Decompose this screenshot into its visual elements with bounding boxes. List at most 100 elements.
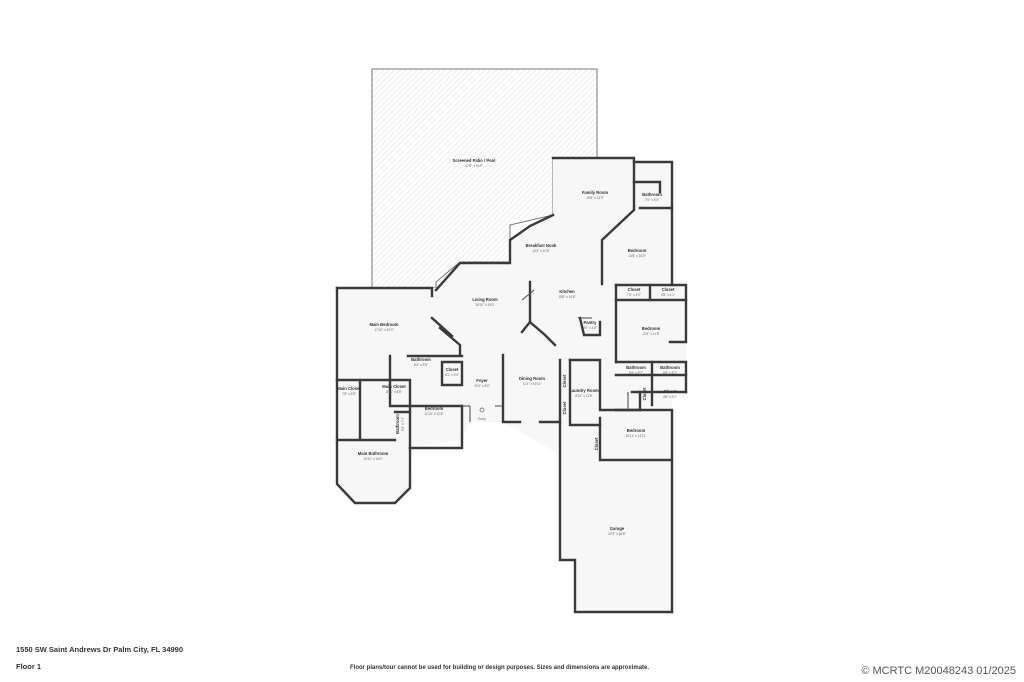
room-name: Bedroom <box>628 248 647 253</box>
room-dimensions: 7'8" x 8'8" <box>342 392 356 396</box>
room-name: Laundry Room <box>569 388 599 393</box>
room-dimensions: 10'11" x 14'11" <box>626 434 647 438</box>
room-name: Closet <box>662 287 675 292</box>
room-dimensions: 15'11" x 14'0" <box>363 457 382 461</box>
room-dimensions: 15'8" x 16'8" <box>558 295 575 299</box>
room-name: Kitchen <box>559 289 575 294</box>
room-name: Bedroom <box>642 326 661 331</box>
room-dimensions: 7'6" x 8'0" <box>645 198 659 202</box>
room-label-closet-s: Closet <box>594 437 599 450</box>
room-name: Garage <box>610 526 625 531</box>
room-name: Main Bedroom <box>369 322 398 327</box>
room-name: Closet <box>446 367 459 372</box>
room-name: Breakfast Nook <box>526 243 557 248</box>
house-floor <box>337 158 686 612</box>
room-dimensions: 5'6" x 7'4" <box>401 417 405 431</box>
room-dimensions: 14'8" x 16'0" <box>628 254 645 258</box>
room-name: Closet <box>642 387 647 400</box>
room-name: Closet <box>562 401 567 414</box>
room-dimensions: 4'1" x 5'4" <box>445 373 459 377</box>
room-dimensions: 3'0" x 4'8" <box>583 326 597 330</box>
room-name: Closet <box>628 287 641 292</box>
room-dimensions: 8'10" x 11'8" <box>575 394 592 398</box>
entry-marker: Entry <box>478 407 486 421</box>
room-dimensions: 10'4" x 8'0" <box>474 384 490 388</box>
room-label-closet-l2: Closet <box>562 401 567 414</box>
room-name: Bathroom <box>642 192 662 197</box>
door-lines <box>462 289 629 422</box>
room-dimensions: 4'6" x 5'2" <box>663 395 677 399</box>
room-name: Closet <box>594 437 599 450</box>
room-name: Family Room <box>582 190 609 195</box>
disclaimer-text: Floor plans/tour cannot be used for buil… <box>350 665 650 671</box>
room-name: Bathroom <box>626 365 646 370</box>
outer-walls <box>335 156 688 614</box>
room-name: Screened Patio / Pool <box>453 158 496 163</box>
room-dimensions: 11'10" x 12'8" <box>424 412 443 416</box>
room-name: Pantry <box>583 320 597 325</box>
entry-label: Entry <box>478 417 486 421</box>
room-dimensions: 8'4" x 5'7" <box>629 371 643 375</box>
room-dimensions: 8'8" x 5'7" <box>663 371 677 375</box>
room-name: Main Bathroom <box>358 451 389 456</box>
room-name: Main Closet <box>382 384 406 389</box>
room-dimensions: 12'8" x 11'8" <box>642 332 659 336</box>
room-label-closet-l1: Closet <box>562 374 567 387</box>
room-dimensions: 8'4" x 5'8" <box>414 363 428 367</box>
room-name: Bathroom <box>660 365 680 370</box>
room-name: Bathroom <box>395 414 400 434</box>
room-name: Bedroom <box>425 406 444 411</box>
room-dimensions: 7'0" x 4'0" <box>627 293 641 297</box>
room-dimensions: 11'4" x 16'11" <box>523 382 542 386</box>
property-address: 1550 SW Saint Andrews Dr Palm City, FL 3… <box>16 645 184 654</box>
room-dimensions: 8'11" x 8'8" <box>386 390 401 394</box>
copyright-watermark: © MCRTC M20048243 01/2025 <box>861 665 1016 677</box>
room-dimensions: 47'8" x 46'0" <box>465 164 482 168</box>
floor-label: Floor 1 <box>16 662 42 671</box>
room-dimensions: 18'10" x 19'0" <box>475 303 494 307</box>
room-dimensions: 4'8" x 4'1" <box>661 293 675 297</box>
room-dimensions: 19'8" x 21'0" <box>586 196 603 200</box>
room-name: Dining Room <box>519 376 545 381</box>
room-name: Closet <box>562 374 567 387</box>
room-name: Bathroom <box>411 357 431 362</box>
room-dimensions: 10'2" x 10'8" <box>532 249 549 253</box>
room-name: Closet <box>664 389 677 394</box>
room-name: Living Room <box>472 297 498 302</box>
room-name: Foyer <box>476 378 488 383</box>
room-label-closet-se: Closet <box>642 387 647 400</box>
room-dimensions: 22'4" x 36'8" <box>608 532 625 536</box>
room-dimensions: 17'10" x 20'0" <box>374 328 393 332</box>
room-name: Bedroom <box>627 428 646 433</box>
room-name: Main Closet <box>337 386 361 391</box>
